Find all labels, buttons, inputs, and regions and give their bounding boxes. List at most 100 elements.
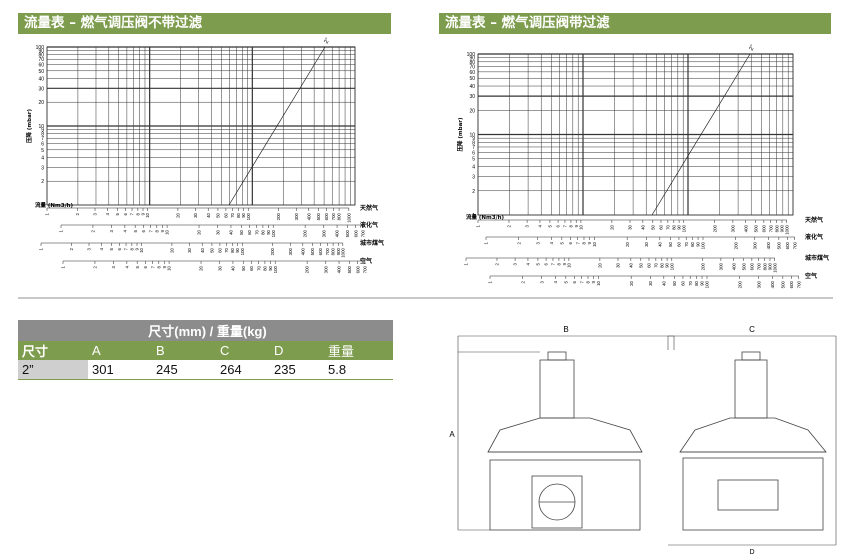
scale-tick-label: 400: [731, 262, 736, 270]
scale-tick-label: 400: [766, 241, 771, 249]
scale-tick-label: 2: [75, 212, 80, 215]
valve-body-front: [489, 459, 641, 531]
scale-tick-label: 300: [321, 229, 326, 237]
y-tick-label: 6: [472, 150, 475, 156]
scale-tick-label: 90: [665, 262, 670, 267]
dims-header: D: [270, 341, 324, 360]
scale-tick-label: 400: [300, 247, 305, 255]
flow-line-2-inch: [651, 53, 751, 216]
scale-tick-label: 60: [218, 247, 223, 252]
scale-tick-label: 80: [230, 247, 235, 252]
dims-cell: 2”: [18, 360, 88, 380]
scale-tick-label: 100: [669, 262, 674, 270]
scale-tick-label: 80: [694, 280, 699, 285]
y-tick-label: 4: [472, 165, 475, 171]
scale-tick-label: 800: [337, 212, 342, 220]
scale-tick-label: 8: [586, 280, 591, 283]
scale-tick-label: 200: [733, 241, 738, 249]
y-axis-label: 压降 (mbar): [25, 109, 33, 144]
scale-tick-label: 80: [263, 265, 268, 270]
scale-tick-label: 500: [780, 280, 785, 288]
scale-tick-label: 6: [143, 265, 148, 268]
scale-tick-label: 9: [562, 262, 567, 265]
scale-tick-label: 50: [638, 262, 643, 267]
dims-cell: 5.8: [324, 360, 393, 380]
scale-tick-label: 7: [575, 241, 580, 244]
chart-title-1: 流量表 – 燃气调压阀不带过滤: [18, 13, 391, 34]
scale-tick-label: 900: [336, 247, 341, 255]
y-tick-label: 8: [41, 132, 44, 138]
scale-tick-label: 10: [145, 212, 150, 217]
scale-tick-label: 40: [628, 262, 633, 267]
scale-tick-label: 60: [247, 229, 252, 234]
scale-tick-label: 400: [337, 265, 342, 273]
scale-tick-label: 700: [360, 229, 365, 237]
scale-tick-label: 300: [756, 280, 761, 288]
y-tick-label: 9: [41, 128, 44, 134]
y-tick-label: 100: [467, 52, 476, 58]
scale-tick-label: 3: [535, 241, 540, 244]
scale-tick-label: 8: [569, 224, 574, 227]
scale-tick-label: 9: [591, 280, 596, 283]
scale-tick-label: 10: [165, 229, 170, 234]
y-tick-label: 4: [41, 155, 44, 161]
scale-tick-label: 500: [741, 262, 746, 270]
valve-dome-side: [679, 417, 827, 453]
scale-tick-label: 70: [256, 265, 261, 270]
scale-tick-label: 40: [661, 280, 666, 285]
scale-tick-label: 3: [539, 280, 544, 283]
scale-tick-label: 2: [495, 262, 500, 265]
dim-label-d: D: [749, 549, 754, 556]
valve-spring-housing-front: [539, 359, 575, 419]
y-tick-label: 8: [472, 140, 475, 146]
y-tick-label: 10: [38, 124, 44, 130]
scale-tick-label: 60: [659, 224, 664, 229]
scale-tick-label: 9: [587, 241, 592, 244]
scale-tick-label: 700: [325, 247, 330, 255]
dim-label-c: C: [749, 325, 755, 334]
gas-scale-label: 空气: [805, 272, 817, 280]
scale-tick-label: 600: [785, 241, 790, 249]
dim-label-b: B: [563, 325, 568, 334]
scale-tick-label: 1: [45, 212, 50, 215]
scale-tick-label: 30: [215, 229, 220, 234]
scale-tick-label: 700: [331, 212, 336, 220]
scale-tick-label: 70: [665, 224, 670, 229]
scale-tick-label: 30: [644, 241, 649, 246]
line-label: 2": [324, 37, 332, 45]
scale-tick-label: 8: [135, 212, 140, 215]
scale-tick-label: 50: [210, 247, 215, 252]
scale-tick-label: 2: [507, 224, 512, 227]
gas-scale-label: 空气: [360, 257, 372, 265]
scale-tick-label: 2: [91, 229, 96, 232]
scale-tick-label: 20: [176, 212, 181, 217]
y-tick-label: 20: [38, 100, 44, 106]
scale-tick-label: 40: [231, 265, 236, 270]
scale-tick-label: 9: [160, 229, 165, 232]
scale-tick-label: 5: [536, 262, 541, 265]
scale-tick-label: 2: [69, 247, 74, 250]
scale-tick-label: 50: [241, 265, 246, 270]
scale-tick-label: 20: [197, 229, 202, 234]
scale-tick-label: 60: [677, 241, 682, 246]
scale-tick-label: 10: [167, 265, 172, 270]
scale-tick-label: 90: [235, 247, 240, 252]
table-row: 2” 301 245 264 235 5.8: [18, 360, 393, 380]
scale-tick-label: 60: [647, 262, 652, 267]
scale-tick-label: 900: [768, 262, 773, 270]
y-tick-label: 50: [469, 76, 475, 82]
dims-header: 重量: [324, 341, 393, 360]
scale-tick-label: 600: [749, 262, 754, 270]
scale-tick-label: 10: [139, 247, 144, 252]
scale-tick-label: 700: [796, 280, 801, 288]
scale-tick-label: 200: [712, 224, 717, 232]
scale-tick-label: 80: [671, 224, 676, 229]
scale-tick-label: 1000: [346, 212, 351, 222]
scale-tick-label: 3: [513, 262, 518, 265]
scale-tick-label: 60: [224, 212, 229, 217]
scale-tick-label: 100: [240, 247, 245, 255]
scale-tick-label: 90: [677, 224, 682, 229]
scale-tick-label: 800: [331, 247, 336, 255]
